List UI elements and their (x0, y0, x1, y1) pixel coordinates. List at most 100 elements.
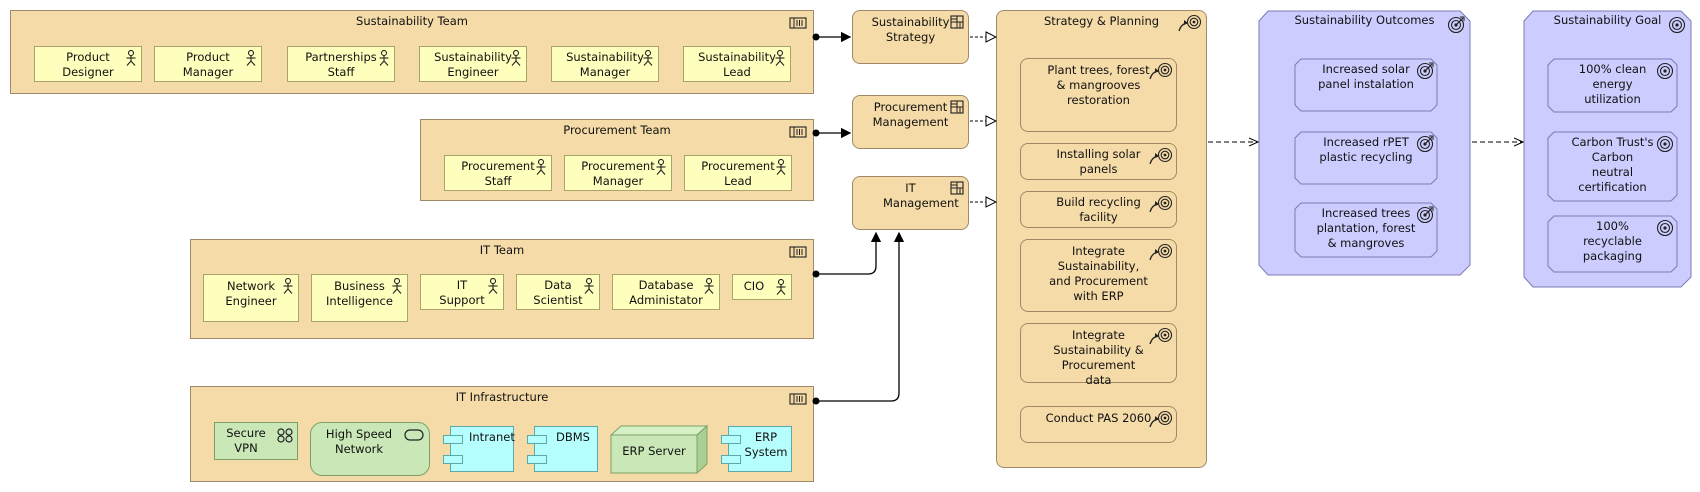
outcome-icon (1416, 135, 1434, 153)
outcome-icon (1416, 62, 1434, 80)
goal-recyclable-packaging[interactable]: 100% recyclable packaging (1547, 215, 1678, 273)
actor-sustainability-lead[interactable]: Sustainability Lead (683, 46, 791, 82)
goal-clean-energy[interactable]: 100% clean energy utilization (1547, 58, 1678, 113)
group-title: IT Team (479, 243, 525, 257)
actor-icon (379, 50, 389, 66)
function-procurement-management[interactable]: Procurement Management (852, 95, 969, 149)
assignment-it-team (812, 231, 882, 278)
actor-procurement-staff[interactable]: Procurement Staff (444, 155, 552, 191)
component-icon (527, 455, 547, 464)
group-icon (789, 126, 807, 138)
course-of-action-solar-panels[interactable]: Installing solar panels (1020, 143, 1177, 180)
group-title: Procurement Team (563, 123, 671, 137)
course-of-action-integrate-data[interactable]: Integrate Sustainability & Procurement d… (1020, 323, 1177, 387)
course-of-action-icon (1149, 410, 1173, 428)
goal-carbon-neutral[interactable]: Carbon Trust's Carbon neutral certificat… (1547, 131, 1678, 202)
course-of-action-icon (1149, 195, 1173, 213)
actor-icon (704, 278, 714, 294)
course-of-action-integrate-erp[interactable]: Integrate Sustainability, and Procuremen… (1020, 239, 1177, 312)
component-icon (721, 435, 741, 444)
function-icon (950, 15, 964, 29)
actor-icon (392, 278, 402, 294)
goals-title: Sustainability Goal (1553, 13, 1662, 27)
actor-database-administator[interactable]: Database Administator (612, 274, 720, 310)
outcomes-title: Sustainability Outcomes (1294, 13, 1435, 27)
path-icon (404, 429, 424, 441)
component-icon (527, 435, 547, 444)
actor-icon (536, 159, 546, 175)
outcome-rpet-recycling[interactable]: Increased rPET plastic recycling (1294, 131, 1438, 185)
group-icon (789, 393, 807, 405)
component-icon (443, 435, 463, 444)
actor-procurement-manager[interactable]: Procurement Manager (564, 155, 672, 191)
goal-icon (1656, 135, 1674, 153)
outcome-trees-plantation[interactable]: Increased trees plantation, forest & man… (1294, 202, 1438, 258)
function-sustainability-strategy[interactable]: Sustainability Strategy (852, 10, 969, 64)
outcome-shape (1294, 58, 1438, 112)
group-icon (789, 17, 807, 29)
goal-shape (1547, 215, 1678, 273)
actor-icon (643, 50, 653, 66)
actor-icon (775, 50, 785, 66)
outcome-icon (1416, 206, 1434, 224)
actor-sustainability-engineer[interactable]: Sustainability Engineer (419, 46, 527, 82)
actor-product-designer[interactable]: Product Designer (34, 46, 142, 82)
communication-network-icon (277, 428, 293, 443)
goal-shape (1547, 58, 1678, 113)
communication-network-secure-vpn[interactable]: Secure VPN (214, 422, 298, 460)
actor-cio[interactable]: CIO (732, 274, 792, 300)
grouping-sustainability-goal[interactable]: Sustainability Goal (1523, 10, 1692, 288)
outcome-shape (1294, 202, 1438, 258)
actor-icon (656, 159, 666, 175)
function-icon (950, 100, 964, 114)
course-of-action-plant-trees[interactable]: Plant trees, forest & mangrooves restora… (1020, 58, 1177, 132)
actor-procurement-lead[interactable]: Procurement Lead (684, 155, 792, 191)
assignment-it-infrastructure (812, 231, 905, 405)
component-erp-system[interactable]: ERP System (721, 426, 792, 472)
component-icon (721, 455, 741, 464)
outcome-icon (1447, 16, 1465, 34)
node-erp-server[interactable]: ERP Server (622, 444, 686, 458)
actor-icon (283, 278, 293, 294)
node-erp-server-shape (610, 425, 708, 475)
outcome-shape (1294, 131, 1438, 185)
actor-product-manager[interactable]: Product Manager (154, 46, 262, 82)
actor-network-engineer[interactable]: Network Engineer (203, 274, 299, 322)
component-intranet[interactable]: Intranet (443, 426, 515, 472)
actor-icon (776, 279, 786, 295)
path-high-speed-network[interactable]: High Speed Network (310, 422, 430, 476)
actor-it-support[interactable]: IT Support (420, 274, 504, 310)
course-of-action-pas-2060[interactable]: Conduct PAS 2060 (1020, 406, 1177, 443)
course-of-action-icon (1149, 147, 1173, 165)
component-icon (443, 455, 463, 464)
grouping-sustainability-outcomes[interactable]: Sustainability Outcomes (1258, 10, 1471, 276)
actor-sustainability-manager[interactable]: Sustainability Manager (551, 46, 659, 82)
goal-icon (1656, 219, 1674, 237)
actor-partnerships-staff[interactable]: Partnerships Staff (287, 46, 395, 82)
group-title: Sustainability Team (356, 14, 468, 28)
actor-icon (511, 50, 521, 66)
strategy-title: Strategy & Planning (1043, 14, 1160, 28)
function-icon (950, 181, 964, 195)
actor-icon (246, 50, 256, 66)
component-dbms[interactable]: DBMS (527, 426, 598, 472)
assignment-sustainability (812, 31, 852, 43)
outcome-solar-installation[interactable]: Increased solar panel instalation (1294, 58, 1438, 112)
actor-icon (584, 278, 594, 294)
group-sustainability-team[interactable]: Sustainability Team (10, 10, 814, 94)
function-it-management[interactable]: IT Management (852, 176, 969, 230)
course-of-action-icon (1149, 243, 1173, 261)
course-of-action-icon (1178, 14, 1202, 32)
goal-icon (1668, 16, 1686, 34)
actor-data-scientist[interactable]: Data Scientist (516, 274, 600, 310)
actor-icon (776, 159, 786, 175)
actor-icon (488, 278, 498, 294)
goal-shape (1547, 131, 1678, 202)
course-of-action-icon (1149, 62, 1173, 80)
course-of-action-recycling-facility[interactable]: Build recycling facility (1020, 191, 1177, 228)
actor-business-intelligence[interactable]: Business Intelligence (311, 274, 408, 322)
group-title: IT Infrastructure (455, 390, 549, 404)
assignment-procurement (812, 127, 852, 139)
